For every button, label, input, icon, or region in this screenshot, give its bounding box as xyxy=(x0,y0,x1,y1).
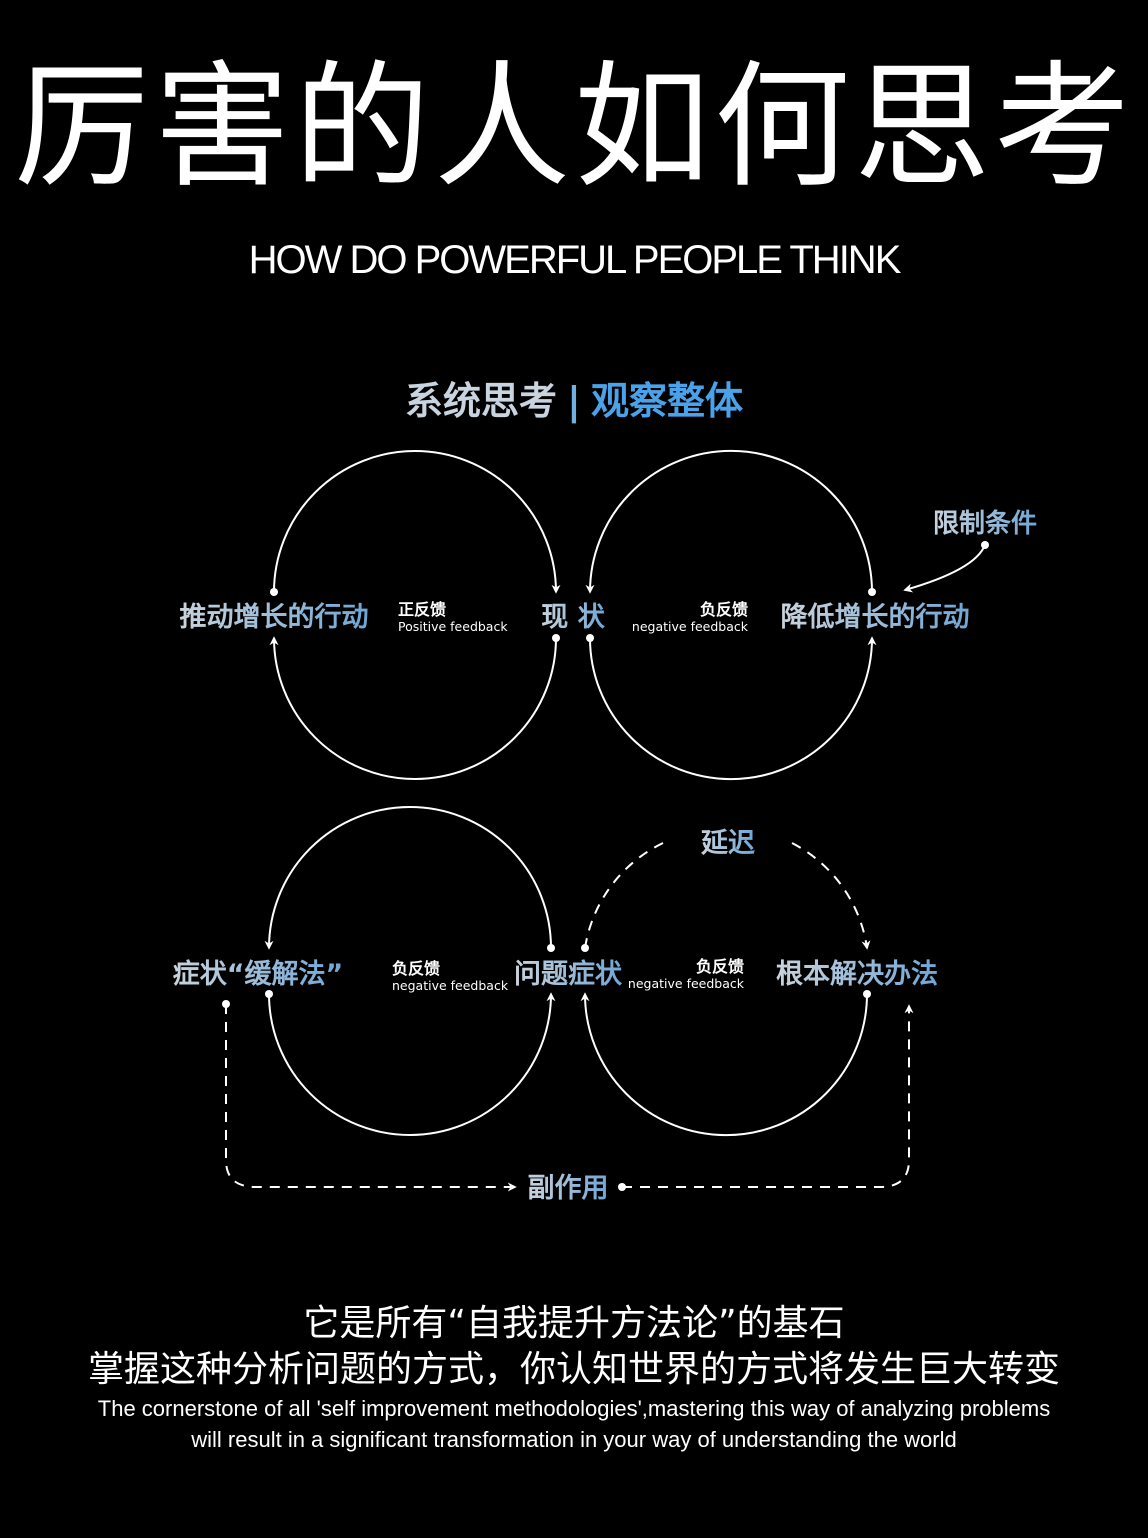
section-title-left: 系统思考 xyxy=(405,379,558,423)
bottom-left-loop-upper-arc xyxy=(264,806,552,950)
top-left-loop-label-cn: 正反馈 xyxy=(398,600,446,619)
section-title: 系统思考|观察整体 xyxy=(0,370,1148,425)
side-effect-path-right xyxy=(622,1004,914,1188)
footer-line-1: 它是所有“自我提升方法论”的基石 xyxy=(303,1303,845,1344)
bottom-left-loop xyxy=(264,806,556,1136)
top-left-loop-upper-arc xyxy=(273,450,561,594)
side-effect-path-left xyxy=(225,1004,517,1192)
top-right-loop-label-cn: 负反馈 xyxy=(700,600,748,619)
bottom-left-loop-label-cn: 负反馈 xyxy=(392,959,440,978)
page-title: 厉害的人如何思考 xyxy=(14,49,1134,207)
top-left-loop-lower-arc xyxy=(269,636,557,780)
bottom-right-loop-label-cn: 负反馈 xyxy=(696,957,744,976)
bottom-right-loop-label-en: negative feedback xyxy=(628,976,745,991)
top-right-loop-lower-arc xyxy=(589,636,877,780)
node-reduce-growth-action: 降低增长的行动 xyxy=(781,601,970,633)
node-fundamental-solution: 根本解决办法 xyxy=(776,959,938,990)
bottom-right-loop-lower-arc xyxy=(580,992,868,1136)
node-growth-action: 推动增长的行动 xyxy=(180,601,369,633)
node-current-state: 现 状 xyxy=(541,602,605,633)
top-left-loop xyxy=(269,450,561,780)
top-right-loop-upper-arc xyxy=(585,450,873,594)
page-subtitle: HOW DO POWERFUL PEOPLE THINK xyxy=(248,238,902,282)
constraint-label: 限制条件 xyxy=(933,509,1037,539)
bottom-dots xyxy=(222,944,871,1191)
section-title-separator: | xyxy=(567,379,581,423)
top-right-loop xyxy=(585,450,877,780)
section-title-right: 观察整体 xyxy=(590,379,743,423)
footer-english-line-1: The cornerstone of all 'self improvement… xyxy=(97,1396,1051,1421)
top-right-loop-label-en: negative feedback xyxy=(632,619,749,634)
side-effect-label: 副作用 xyxy=(528,1173,609,1204)
bottom-left-loop-lower-arc xyxy=(268,992,556,1136)
top-left-loop-label-en: Positive feedback xyxy=(398,619,508,634)
footer-english-line-2: will result in a significant transformat… xyxy=(191,1427,957,1452)
footer-line-2: 掌握这种分析问题的方式，你认知世界的方式将发生巨大转变 xyxy=(87,1349,1060,1390)
node-symptom-relief: 症状“缓解法” xyxy=(173,959,344,990)
bottom-right-loop xyxy=(580,842,871,1136)
delay-arc-right xyxy=(791,842,871,950)
node-problem-symptom: 问题症状 xyxy=(514,959,623,990)
delay-arc-left xyxy=(584,842,664,949)
bottom-left-loop-label-en: negative feedback xyxy=(392,978,509,993)
delay-label: 延迟 xyxy=(700,828,755,859)
constraint-arrow xyxy=(903,544,986,593)
